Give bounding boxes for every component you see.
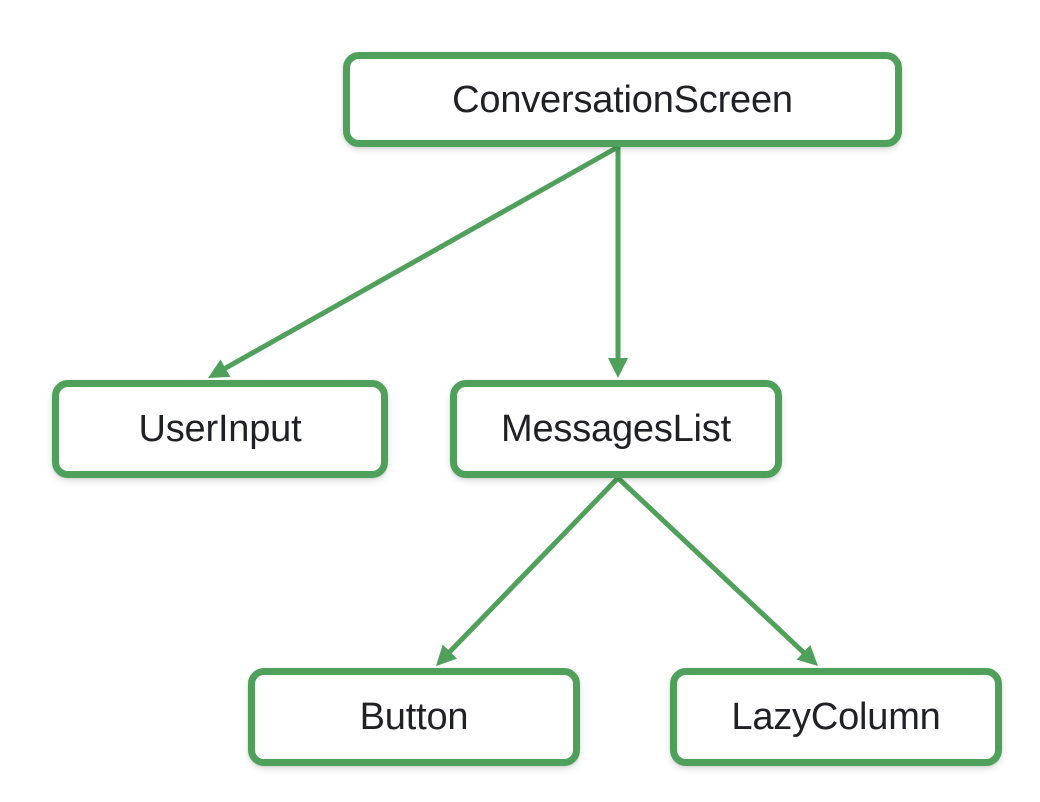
edge-conversationscreen-messageslist-arrowhead-icon	[608, 358, 628, 378]
node-label-conversation-screen: ConversationScreen	[452, 78, 793, 121]
edge-messageslist-button-arrowhead-icon	[436, 644, 458, 666]
edge-messageslist-button	[436, 476, 620, 666]
node-label-user-input: UserInput	[138, 408, 302, 450]
node-label-lazy-column: LazyColumn	[731, 696, 941, 738]
edge-messageslist-lazycolumn-line	[616, 476, 807, 656]
node-button[interactable]: Button	[248, 668, 580, 766]
node-lazy-column[interactable]: LazyColumn	[670, 668, 1002, 766]
edge-conversationscreen-userinput-line	[222, 144, 620, 372]
edge-messageslist-lazycolumn	[616, 476, 818, 666]
node-user-input[interactable]: UserInput	[52, 380, 388, 478]
node-conversation-screen[interactable]: ConversationScreen	[343, 52, 902, 147]
edge-conversationscreen-userinput	[208, 144, 620, 378]
node-label-button: Button	[359, 696, 469, 738]
edge-conversationscreen-messageslist	[608, 147, 628, 378]
edge-messageslist-lazycolumn-arrowhead-icon	[796, 645, 818, 666]
node-label-messages-list: MessagesList	[501, 408, 731, 450]
edge-messageslist-button-line	[447, 476, 620, 655]
node-messages-list[interactable]: MessagesList	[450, 380, 782, 478]
edge-conversationscreen-userinput-arrowhead-icon	[208, 359, 231, 378]
